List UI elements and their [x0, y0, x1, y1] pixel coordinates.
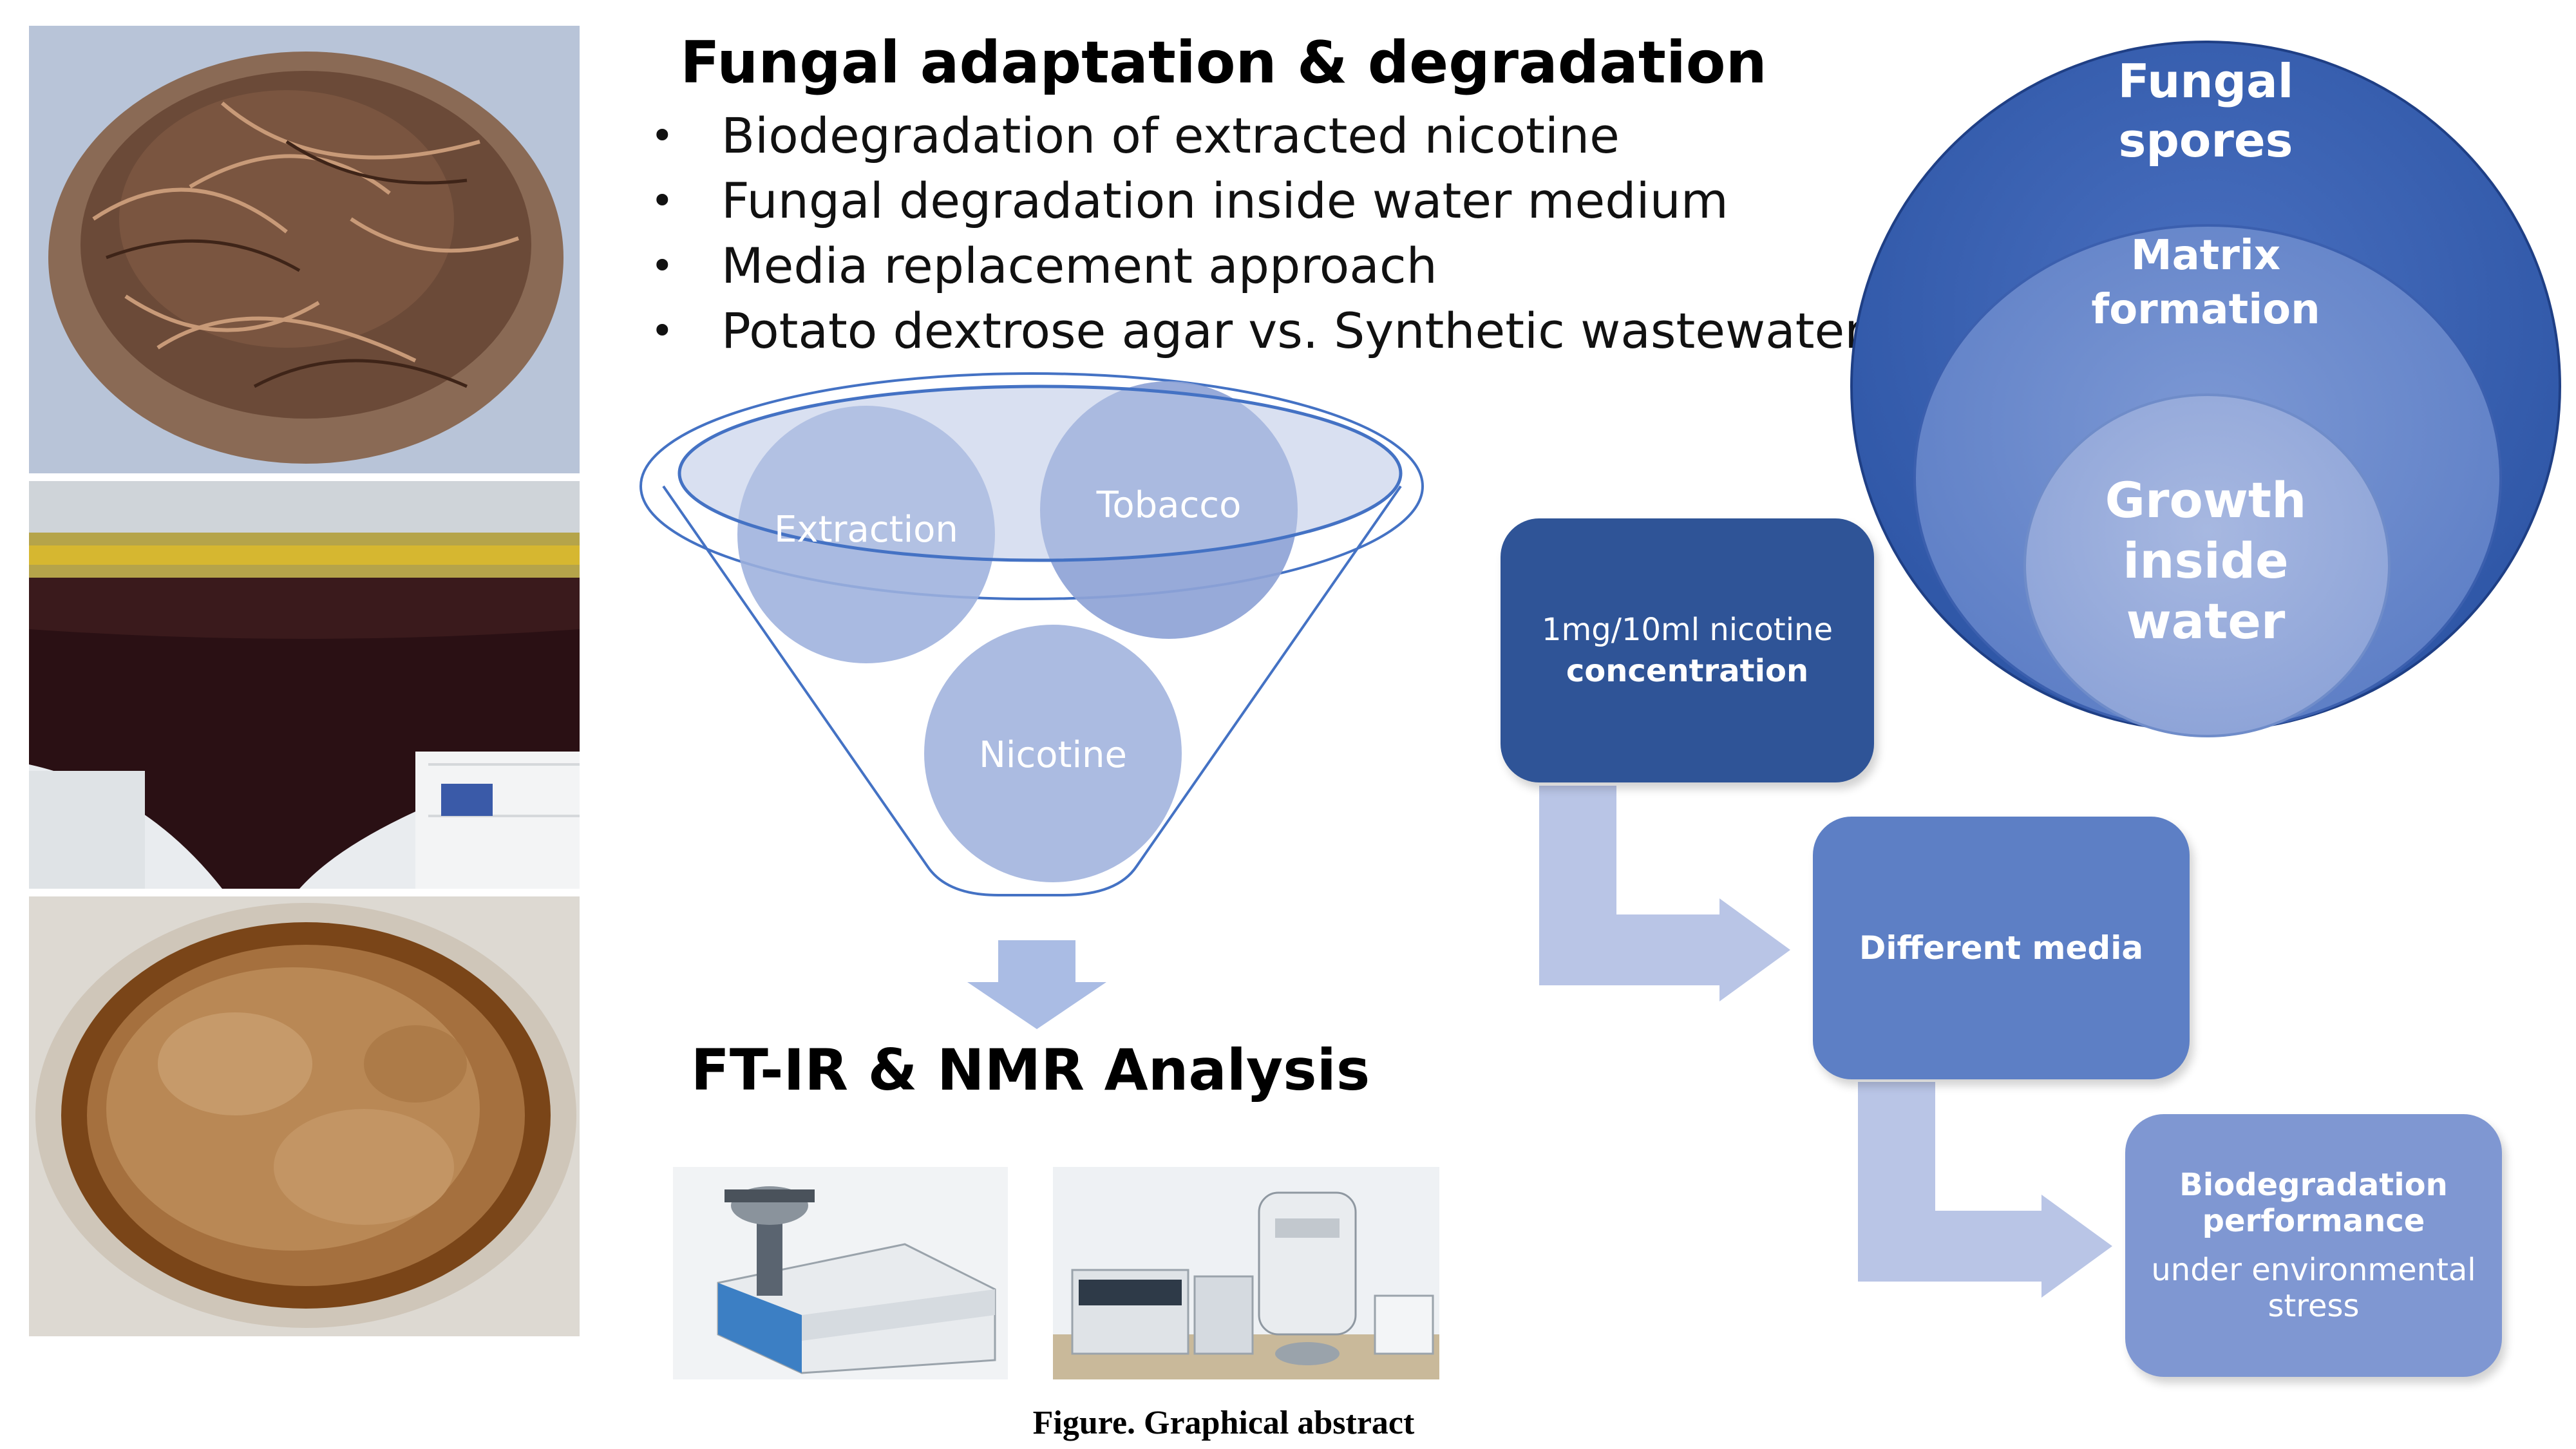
bullet-item: Media replacement approach [650, 233, 1865, 298]
outer-circle-label: Fungal spores [2117, 54, 2294, 167]
main-heading: Fungal adaptation & degradation [680, 29, 1767, 97]
step3-line2: performance [2202, 1203, 2425, 1239]
bullet-item: Biodegradation of extracted nicotine [650, 103, 1865, 168]
funnel-label-extraction: Extraction [774, 509, 958, 551]
bullet-item: Fungal degradation inside water medium [650, 168, 1865, 233]
process-arrow-1 [1539, 786, 1790, 1001]
funnel-outline [662, 485, 1402, 896]
step-nicotine-concentration: 1mg/10ml nicotine concentration [1501, 518, 1874, 782]
step-biodegradation-performance: Biodegradation performance under environ… [2125, 1114, 2502, 1377]
process-arrows [1539, 786, 2112, 1298]
step-different-media: Different media [1813, 817, 2190, 1079]
funnel-rim-outer [639, 372, 1424, 600]
funnel-diagram [639, 372, 1424, 1029]
tobacco-photo [29, 26, 580, 473]
analysis-title: FT-IR & NMR Analysis [690, 1037, 1370, 1103]
process-arrow-2 [1858, 1082, 2112, 1298]
step2-label: Different media [1859, 929, 2144, 967]
step3-line3: under environmental [2151, 1252, 2476, 1288]
figure-caption: Figure. Graphical abstract [1032, 1405, 1415, 1441]
fungal-culture-photo [29, 896, 580, 1336]
nested-circles [1850, 41, 2561, 737]
inner-circle-growth-water [2023, 393, 2391, 737]
bullet-item: Potato dextrose agar vs. Synthetic waste… [650, 298, 1865, 363]
inner-circle-label: Growth inside water [2105, 471, 2307, 650]
step1-line2: concentration [1566, 653, 1809, 689]
funnel-circle-nicotine [924, 625, 1182, 882]
step1-line1: 1mg/10ml nicotine [1542, 612, 1833, 648]
step3-line1: Biodegradation [2179, 1167, 2448, 1203]
nicotine-extract-photo [29, 481, 580, 889]
down-arrow [967, 940, 1106, 1029]
bullet-list: Biodegradation of extracted nicotine Fun… [650, 103, 1865, 363]
funnel-label-tobacco: Tobacco [1096, 484, 1242, 526]
nmr-instrument-photo [1053, 1167, 1439, 1379]
middle-circle-label: Matrix formation [2091, 232, 2320, 334]
ftir-instrument-photo [673, 1167, 1008, 1379]
funnel-rim-inner [677, 384, 1403, 562]
funnel-label-nicotine: Nicotine [979, 734, 1127, 776]
step3-line4: stress [2268, 1288, 2360, 1324]
